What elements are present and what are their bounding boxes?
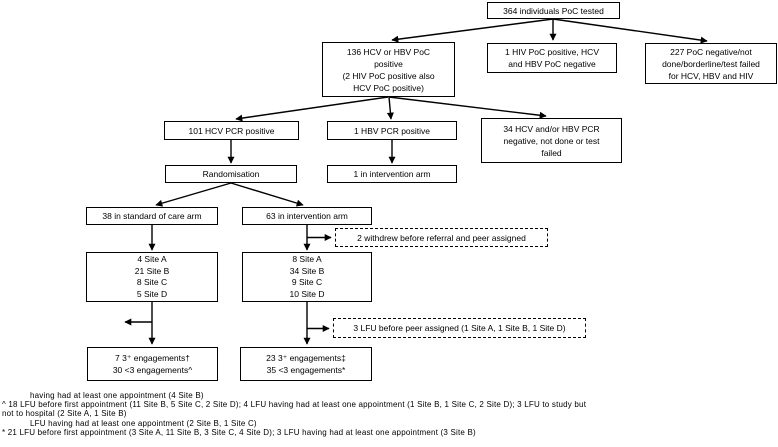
box-hiv-poc-positive: 1 HIV PoC positive, HCV and HBV PoC nega… xyxy=(487,43,617,73)
box-withdrew: 2 withdrew before referral and peer assi… xyxy=(335,228,548,247)
box-randomisation: Randomisation xyxy=(165,165,297,183)
box-hbv-pcr-positive: 1 HBV PCR positive xyxy=(327,121,457,140)
box-hcv-pcr-positive: 101 HCV PCR positive xyxy=(164,121,299,140)
box-soc-engagements: 7 3⁺ engagements† 30 <3 engagements^ xyxy=(87,347,218,381)
footnote-line: not to hospital (2 Site A, 1 Site B) xyxy=(2,409,127,418)
box-int-engagements: 23 3⁺ engagements‡ 35 <3 engagements* xyxy=(240,347,372,381)
box-int-sites: 8 Site A 34 Site B 9 Site C 10 Site D xyxy=(242,252,372,302)
footnote-line: LFU having had at least one appointment … xyxy=(30,418,257,428)
box-pcr-negative: 34 HCV and/or HBV PCR negative, not done… xyxy=(481,118,622,163)
box-poc-negative: 227 PoC negative/not done/borderline/tes… xyxy=(645,43,777,84)
box-hcv-hbv-poc-positive: 136 HCV or HBV PoC positive (2 HIV PoC p… xyxy=(322,42,455,97)
footnote-line: * 21 LFU before first appointment (3 Sit… xyxy=(2,428,476,437)
box-intervention-arm: 63 in intervention arm xyxy=(242,207,372,225)
box-soc-sites: 4 Site A 21 Site B 8 Site C 5 Site D xyxy=(86,252,218,302)
footnote-line: ^ 18 LFU before first appointment (11 Si… xyxy=(2,400,587,409)
box-poc-tested: 364 individuals PoC tested xyxy=(487,2,620,19)
box-lfu-before-peer: 3 LFU before peer assigned (1 Site A, 1 … xyxy=(333,318,586,338)
footnote-line: having had at least one appointment (4 S… xyxy=(30,391,204,400)
box-standard-care-arm: 38 in standard of care arm xyxy=(86,207,218,225)
box-hbv-intervention-arm: 1 in intervention arm xyxy=(327,165,457,183)
